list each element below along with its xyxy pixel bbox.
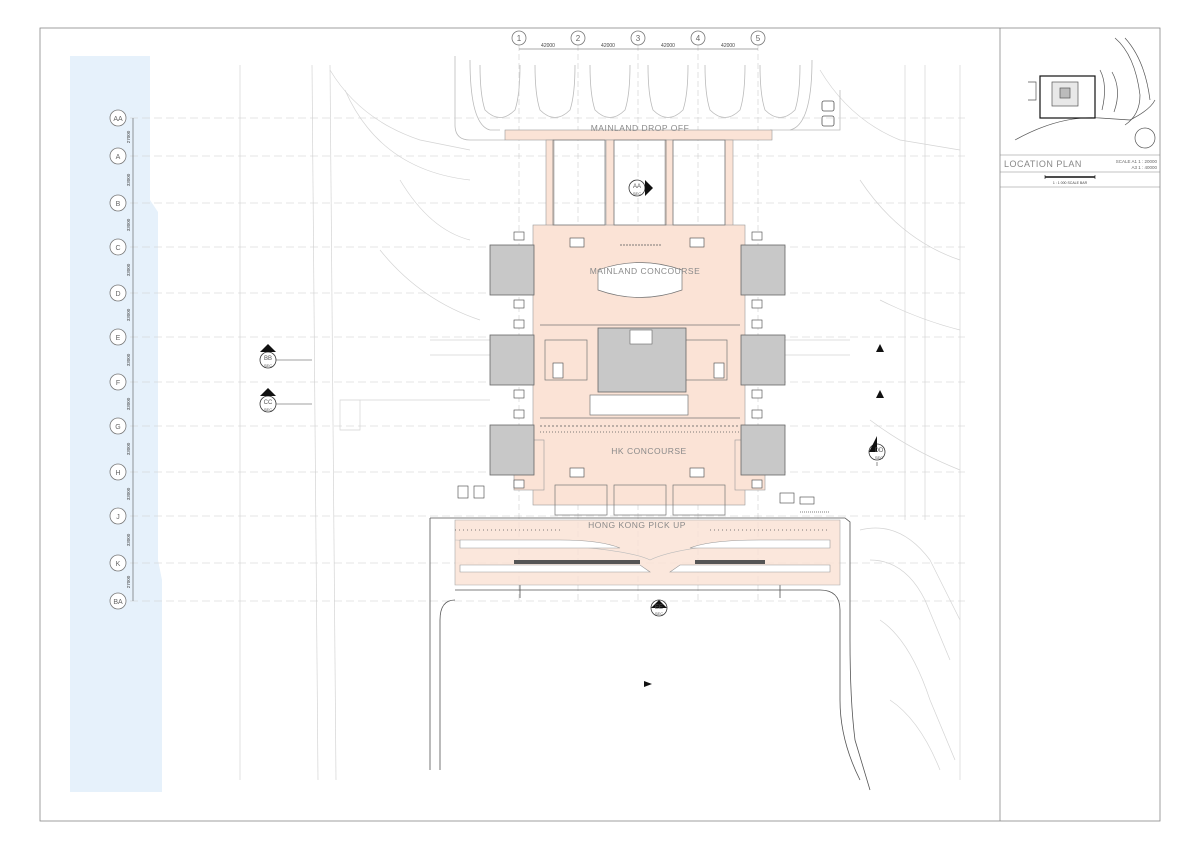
section-marker-cc	[259, 388, 312, 413]
grid-row-label: G	[115, 424, 120, 431]
grid-row-label: A	[116, 154, 121, 161]
row-spacing-dimension: 27000	[126, 130, 131, 143]
row-spacing-dimension: 33000	[126, 308, 131, 321]
grid-column-label: 4	[696, 34, 701, 43]
turnstile-rows	[455, 244, 830, 531]
section-marker-id: AA	[633, 184, 641, 190]
scale-bar-label: 1 : 1 000 SCALE BAR	[1053, 181, 1088, 185]
column-bubbles	[511, 30, 766, 46]
section-marker-id: DD	[875, 448, 884, 454]
grid-column-label: 1	[517, 34, 522, 43]
column-spacing-dimension: 42000	[601, 43, 615, 49]
grid-column-label: 2	[576, 34, 581, 43]
row-spacing-dimension: 27000	[126, 575, 131, 588]
column-spacing-dimension: 42000	[721, 43, 735, 49]
column-spacing-dimension: 42000	[541, 43, 555, 49]
grid-row-label: AA	[113, 116, 123, 123]
section-marker-sub: SEC	[264, 363, 272, 368]
zone-label-mainland-concourse: MAINLAND CONCOURSE	[590, 266, 701, 276]
row-spacing-dimension: 33000	[126, 353, 131, 366]
pickup-platform	[429, 517, 871, 791]
location-plan-scale: A3 1 : 40000	[1131, 165, 1157, 170]
grid-row-label: H	[115, 470, 120, 477]
grid-row-label: B	[116, 201, 121, 208]
row-grid	[130, 117, 965, 602]
row-spacing-dimension: 33000	[126, 263, 131, 276]
scale-bar	[1044, 175, 1096, 179]
direction-arrows	[644, 344, 884, 687]
location-plan-title: LOCATION PLAN	[1004, 159, 1082, 169]
section-marker-dd	[868, 436, 886, 466]
central-void	[629, 329, 653, 345]
circulation-symbols	[457, 231, 815, 505]
grid-column-label: 3	[636, 34, 641, 43]
row-spacing-dimension: 33000	[126, 442, 131, 455]
row-spacing-dimension: 33000	[126, 533, 131, 546]
grid-row-label: BA	[113, 599, 123, 606]
grid-column-label: 5	[756, 34, 761, 43]
section-marker-sub: SEC	[633, 191, 641, 196]
section-marker-id: EE	[655, 605, 663, 611]
site-context	[239, 64, 961, 781]
concourse-structure	[540, 139, 740, 516]
section-marker-id: BB	[264, 356, 272, 362]
section-marker-bb	[259, 344, 312, 369]
grid-row-label: E	[116, 335, 121, 342]
grid-row-label: K	[116, 561, 121, 568]
row-spacing-dimension: 33000	[126, 173, 131, 186]
zone-label-pickup: HONG KONG PICK UP	[588, 520, 686, 530]
section-marker-ee	[650, 599, 668, 617]
zone-label-hk-concourse: HK CONCOURSE	[611, 446, 686, 456]
section-marker-id: CC	[264, 400, 273, 406]
side-wings	[489, 244, 786, 476]
column-spacing-dimension: 42000	[661, 43, 675, 49]
location-plan-scale: SCALE A1 1 : 20000	[1116, 159, 1158, 164]
section-marker-sub: SEC	[264, 407, 272, 412]
sheet-border	[39, 27, 1161, 822]
pickup-islands	[459, 539, 831, 573]
location-plan-map	[1014, 37, 1156, 149]
section-marker-sub: SEC	[655, 611, 663, 616]
row-spacing-dimension: 33000	[126, 397, 131, 410]
zone-label-dropoff: MAINLAND DROP OFF	[591, 123, 690, 133]
grid-row-label: F	[116, 380, 120, 387]
grid-row-label: J	[116, 514, 120, 521]
row-spacing-dimension: 33000	[126, 487, 131, 500]
row-bubbles	[109, 109, 127, 610]
section-marker-aa	[628, 179, 653, 197]
section-marker-sub: SEC	[875, 455, 883, 460]
dropoff-bays	[454, 56, 841, 141]
row-spacing-dimension: 33000	[126, 218, 131, 231]
grid-row-label: C	[115, 245, 120, 252]
grid-row-label: D	[115, 291, 120, 298]
